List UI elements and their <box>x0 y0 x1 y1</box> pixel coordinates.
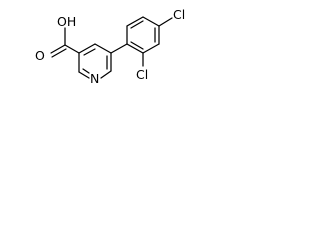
ring-double-1 <box>83 48 96 56</box>
bond-benzene-2 <box>126 16 144 27</box>
label-carbonyl-oxygen: O <box>35 48 45 63</box>
biaryl-bond <box>110 43 128 54</box>
label-oh: OH <box>57 14 76 29</box>
bond-benzene-6 <box>126 43 144 54</box>
label-chlorine-ortho: Cl <box>136 67 148 82</box>
pyridine-ring <box>78 43 112 79</box>
bond-c-o-double-b <box>51 48 67 58</box>
bond-c-o-double-a <box>50 44 66 54</box>
chemical-structure: OH O N Cl Cl <box>35 7 185 86</box>
benzene-double-3 <box>130 41 144 50</box>
bond-ring-1 <box>78 43 96 54</box>
label-pyridine-nitrogen: N <box>90 71 99 86</box>
benzene-double-1 <box>130 20 144 29</box>
bond-ring-4 <box>100 70 112 79</box>
dichlorophenyl-ring <box>126 16 160 54</box>
bond-benzene-5 <box>142 43 160 54</box>
label-chlorine-para: Cl <box>173 7 185 22</box>
bond-ring-5 <box>78 71 90 79</box>
bond-to-para-chlorine <box>158 17 173 27</box>
bond-benzene-3 <box>142 16 160 27</box>
ring-double-3 <box>82 68 90 74</box>
carboxylic-acid-group <box>50 27 80 58</box>
bond-ring-2 <box>94 43 112 54</box>
bond-carboxyl-to-ring <box>64 44 80 54</box>
